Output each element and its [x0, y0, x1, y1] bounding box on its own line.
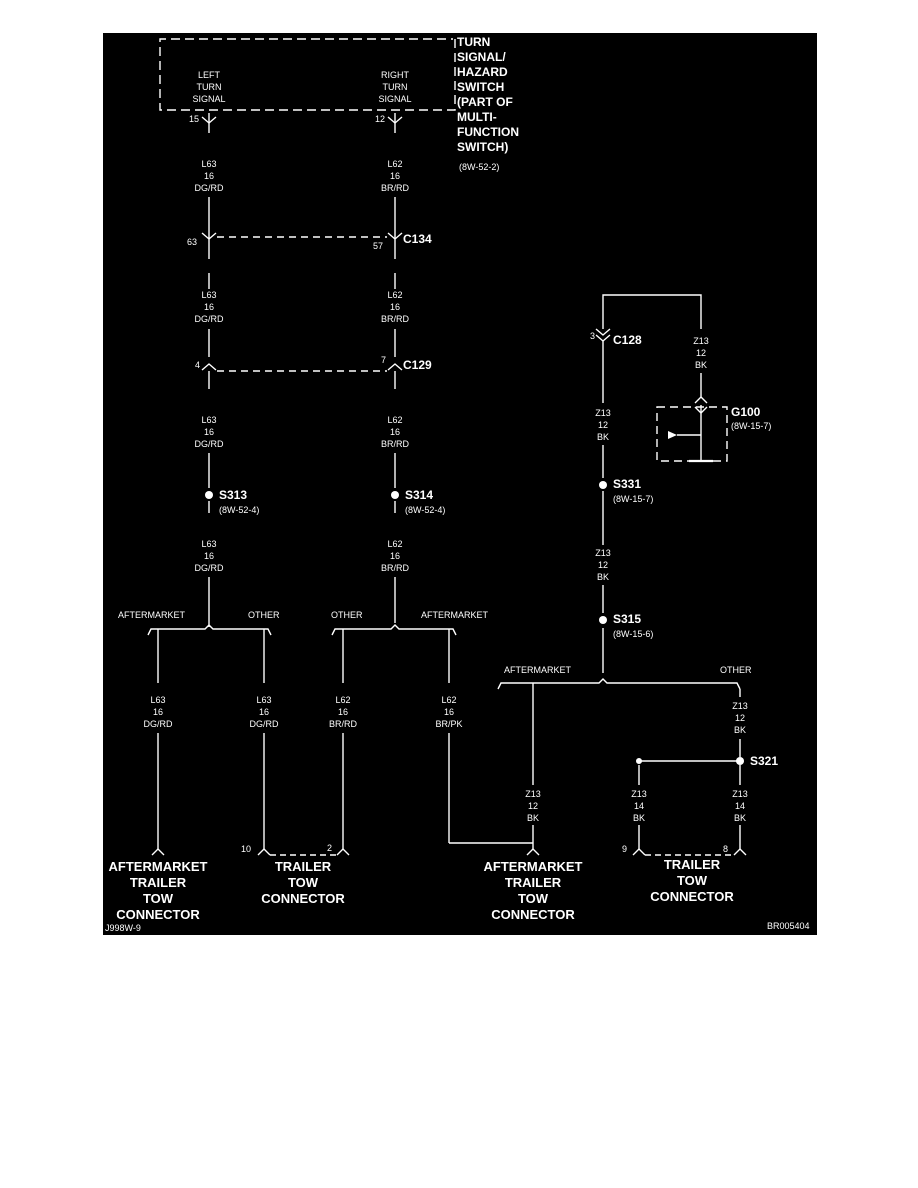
figure-code-left: J998W-9 — [105, 923, 141, 933]
s315-ref: (8W-15-6) — [613, 629, 654, 639]
s313-label: S313 — [219, 488, 248, 502]
wire-label-l62-2: L62 16 BR/RD — [380, 290, 410, 324]
trailer-connector-pin2-arrow — [336, 848, 350, 856]
branch-other-left: OTHER — [248, 610, 280, 620]
s331-dot — [599, 481, 607, 489]
g100-ref: (8W-15-7) — [731, 421, 772, 431]
c134-label: C134 — [403, 232, 432, 246]
c128-arrow-top — [595, 328, 611, 336]
right-turn-signal-label: RIGHT TURN SIGNAL — [378, 70, 412, 104]
wire-label-l62-brpk: L62 16 BR/PK — [435, 695, 463, 729]
s314-dot — [391, 491, 399, 499]
wire-label-l62-4: L62 16 BR/RD — [380, 539, 410, 573]
wire-label-z13-14-left: Z13 14 BK — [631, 789, 647, 823]
switch-title: TURN SIGNAL/ HAZARD SWITCH (PART OF MULT… — [457, 35, 519, 154]
wiring-lines — [147, 38, 747, 856]
right-branch-bracket — [331, 624, 457, 636]
ground-loop-wire — [602, 294, 702, 329]
wire-label-l63-4: L63 16 DG/RD — [194, 539, 224, 573]
s321-label: S321 — [750, 754, 779, 768]
branch-other-right: OTHER — [331, 610, 363, 620]
s321-left-dot — [636, 758, 642, 764]
pin-arrow-12 — [387, 116, 403, 124]
c134-left-pin: 63 — [187, 237, 198, 247]
c129-right-arrow — [387, 363, 403, 371]
c129-left-arrow — [201, 363, 217, 371]
s331-label: S331 — [613, 477, 642, 491]
trailer-tow-connector-right: TRAILER TOW CONNECTOR — [650, 857, 734, 904]
branch-aftermarket-ground: AFTERMARKET — [504, 665, 572, 675]
figure-code-right: BR005404 — [767, 921, 810, 931]
s313-ref: (8W-52-4) — [219, 505, 260, 515]
aftermarket-connector-arrow-left — [151, 848, 165, 856]
wire-label-l63-aftermarket: L63 16 DG/RD — [143, 695, 173, 729]
wire-label-l62-1: L62 16 BR/RD — [380, 159, 410, 193]
s321-dot — [736, 757, 744, 765]
pin-12: 12 — [375, 114, 386, 124]
s331-ref: (8W-15-7) — [613, 494, 654, 504]
pin-9: 9 — [622, 844, 628, 854]
wire-label-z13-g100: Z13 12 BK — [693, 336, 709, 370]
left-branch-bracket — [147, 624, 272, 636]
pin-15: 15 — [189, 114, 200, 124]
c134-right-pin: 57 — [373, 241, 384, 251]
wire-label-l63-1: L63 16 DG/RD — [194, 159, 224, 193]
wire-label-z13-14-right: Z13 14 BK — [732, 789, 748, 823]
pin-8: 8 — [723, 844, 729, 854]
wire-label-l63-3: L63 16 DG/RD — [194, 415, 224, 449]
pin-arrow-15 — [201, 116, 217, 124]
s313-dot — [205, 491, 213, 499]
c134-right-arrow — [387, 232, 403, 240]
switch-dashed-box — [159, 38, 456, 111]
g100-label: G100 — [731, 405, 761, 419]
wire-label-l62-3: L62 16 BR/RD — [380, 415, 410, 449]
trailer-connector-pin9-arrow — [632, 848, 646, 856]
switch-ref: (8W-52-2) — [459, 162, 500, 172]
c128-label: C128 — [613, 333, 642, 347]
c128-pin: 3 — [590, 331, 596, 341]
c134-left-arrow — [201, 232, 217, 240]
s315-branch-bracket — [497, 678, 741, 690]
aftermarket-connector-arrow-right — [526, 848, 540, 856]
g100-dashed-box — [656, 406, 728, 462]
s314-ref: (8W-52-4) — [405, 505, 446, 515]
wire-label-l63-other: L63 16 DG/RD — [249, 695, 279, 729]
g100-arrow — [694, 396, 708, 404]
s315-dot — [599, 616, 607, 624]
aftermarket-trailer-tow-connector-right: AFTERMARKET TRAILER TOW CONNECTOR — [483, 859, 583, 922]
left-turn-signal-label: LEFT TURN SIGNAL — [192, 70, 226, 104]
c129-left-pin: 4 — [195, 360, 201, 370]
c129-right-pin: 7 — [381, 355, 387, 365]
trailer-connector-pin8-arrow — [733, 848, 747, 856]
branch-other-ground: OTHER — [720, 665, 752, 675]
branch-aftermarket-right: AFTERMARKET — [421, 610, 489, 620]
s314-label: S314 — [405, 488, 434, 502]
branch-aftermarket-left: AFTERMARKET — [118, 610, 186, 620]
wire-label-z13-aftermarket: Z13 12 BK — [525, 789, 541, 823]
wire-label-z13-1: Z13 12 BK — [595, 408, 611, 442]
wire-label-l63-2: L63 16 DG/RD — [194, 290, 224, 324]
trailer-tow-connector-left: TRAILER TOW CONNECTOR — [261, 859, 345, 906]
trailer-connector-pin10-arrow — [257, 848, 271, 856]
c129-label: C129 — [403, 358, 432, 372]
wire-label-z13-2: Z13 12 BK — [595, 548, 611, 582]
aftermarket-trailer-tow-connector-left: AFTERMARKET TRAILER TOW CONNECTOR — [108, 859, 208, 922]
wire-label-z13-other: Z13 12 BK — [732, 701, 748, 735]
pin-2: 2 — [327, 843, 333, 853]
wiring-diagram: TURN SIGNAL/ HAZARD SWITCH (PART OF MULT… — [103, 33, 817, 935]
s315-label: S315 — [613, 612, 642, 626]
wire-label-l62-other: L62 16 BR/RD — [328, 695, 358, 729]
pin-10: 10 — [241, 844, 252, 854]
